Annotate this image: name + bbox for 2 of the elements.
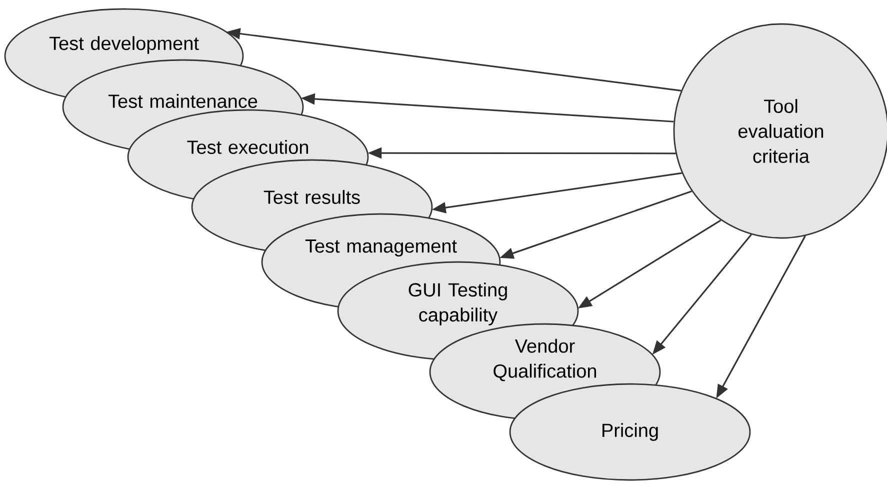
ellipse-node: Pricing (509, 383, 751, 481)
circle-node: Tool evaluation criteria (673, 23, 887, 239)
